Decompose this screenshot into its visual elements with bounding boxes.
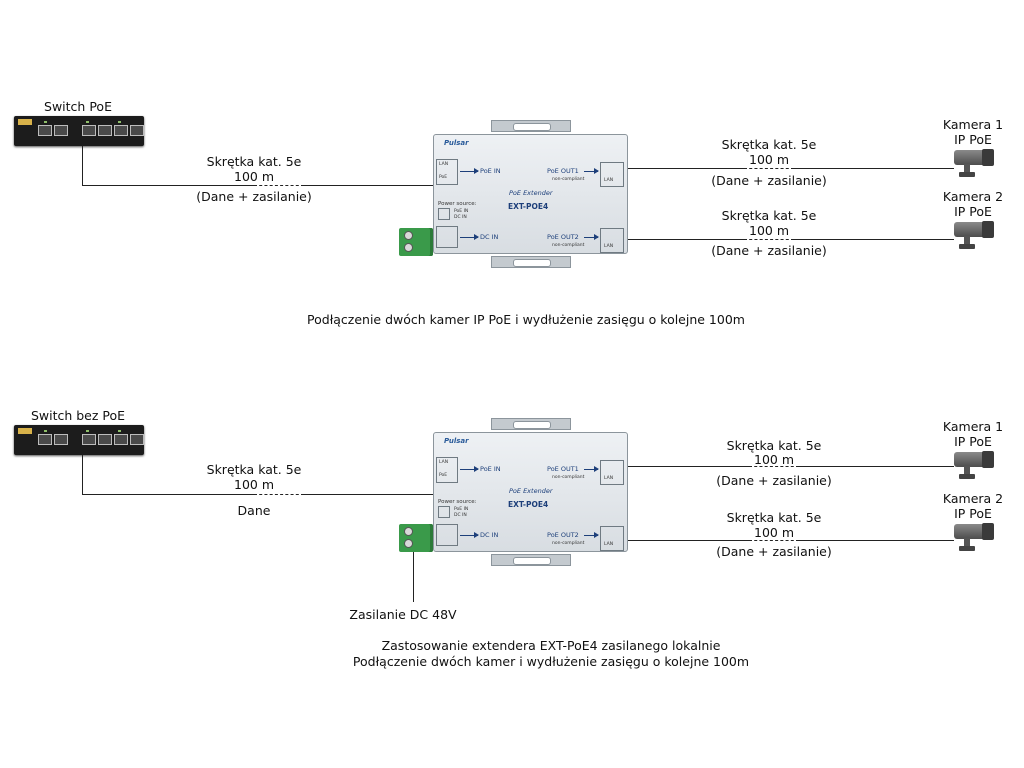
cable-input-length: 100 m xyxy=(233,477,275,492)
cable-out1-length: 100 m xyxy=(753,452,795,467)
cable-input-type: Skrętka kat. 5e xyxy=(206,154,302,169)
cable-input-desc: (Dane + zasilanie) xyxy=(196,189,312,204)
camera-2-label: Kamera 2 xyxy=(942,491,1004,506)
cable-input-drop xyxy=(82,455,83,494)
switch-poe-device xyxy=(14,116,144,146)
switch-label: Switch PoE xyxy=(44,99,112,114)
camera-1-label: Kamera 1 xyxy=(942,419,1004,434)
cable-out2-type: Skrętka kat. 5e xyxy=(721,208,817,223)
camera-2-type: IP PoE xyxy=(954,204,992,219)
cable-out1 xyxy=(628,168,744,169)
ip-camera-icon xyxy=(954,522,996,552)
ip-camera-icon xyxy=(954,220,996,250)
arrow-icon xyxy=(584,466,599,472)
cable-input xyxy=(82,185,254,186)
camera-2-type: IP PoE xyxy=(954,506,992,521)
power-supply-label: Zasilanie DC 48V xyxy=(349,607,457,622)
power-jumper xyxy=(438,506,450,518)
dc-terminal-port xyxy=(436,226,458,248)
arrow-icon xyxy=(584,234,599,240)
pulsar-logo: Pulsar xyxy=(444,139,469,147)
ip-camera-icon xyxy=(954,148,996,178)
cable-out1 xyxy=(628,466,749,467)
cable-out2-type: Skrętka kat. 5e xyxy=(726,510,822,525)
cable-out1-type: Skrętka kat. 5e xyxy=(726,438,822,453)
poe-in-port xyxy=(436,159,458,185)
poe-extender: Pulsar LAN PoE PoE IN PoE OUT1 non-compl… xyxy=(433,418,628,566)
cable-out1-desc: (Dane + zasilanie) xyxy=(716,473,832,488)
camera-2-label: Kamera 2 xyxy=(942,189,1004,204)
poe-out1-port xyxy=(600,162,624,187)
poe-out2-port xyxy=(600,228,624,253)
diagram-caption-line-2: Podłączenie dwóch kamer i wydłużenie zas… xyxy=(352,654,750,669)
cable-power-dc xyxy=(413,552,414,602)
dc-terminal-port xyxy=(436,524,458,546)
terminal-block xyxy=(399,228,433,256)
arrow-icon xyxy=(460,168,479,174)
camera-1-label: Kamera 1 xyxy=(942,117,1004,132)
poe-extender: Pulsar LAN PoE PoE IN PoE OUT1 non-compl… xyxy=(433,120,628,268)
diagram-caption-line-1: Zastosowanie extendera EXT-PoE4 zasilane… xyxy=(381,638,721,653)
camera-1-type: IP PoE xyxy=(954,132,992,147)
cable-input-type: Skrętka kat. 5e xyxy=(206,462,302,477)
ip-camera-icon xyxy=(954,450,996,480)
arrow-icon xyxy=(460,466,479,472)
cable-out1-desc: (Dane + zasilanie) xyxy=(711,173,827,188)
model-label: EXT-POE4 xyxy=(508,500,549,509)
switch-device xyxy=(14,425,144,455)
cable-out2-desc: (Dane + zasilanie) xyxy=(711,243,827,258)
poe-out1-port xyxy=(600,460,624,485)
arrow-icon xyxy=(460,234,479,240)
cable-input xyxy=(82,494,254,495)
power-jumper xyxy=(438,208,450,220)
arrow-icon xyxy=(460,532,479,538)
cable-out2-length: 100 m xyxy=(748,223,790,238)
cable-input-desc: Dane xyxy=(237,503,271,518)
cable-out2 xyxy=(628,239,744,240)
arrow-icon xyxy=(584,532,599,538)
arrow-icon xyxy=(584,168,599,174)
cable-out2 xyxy=(628,540,749,541)
switch-label: Switch bez PoE xyxy=(30,408,126,423)
cable-input-drop xyxy=(82,146,83,185)
camera-1-type: IP PoE xyxy=(954,434,992,449)
poe-in-port xyxy=(436,457,458,483)
cable-out2-length: 100 m xyxy=(753,525,795,540)
model-label: EXT-POE4 xyxy=(508,202,549,211)
poe-out2-port xyxy=(600,526,624,551)
cable-out2-desc: (Dane + zasilanie) xyxy=(716,544,832,559)
diagram-caption: Podłączenie dwóch kamer IP PoE i wydłuże… xyxy=(307,312,745,327)
terminal-block xyxy=(399,524,433,552)
pulsar-logo: Pulsar xyxy=(444,437,469,445)
cable-out1-type: Skrętka kat. 5e xyxy=(721,137,817,152)
cable-out1-length: 100 m xyxy=(748,152,790,167)
cable-input-length: 100 m xyxy=(233,169,275,184)
